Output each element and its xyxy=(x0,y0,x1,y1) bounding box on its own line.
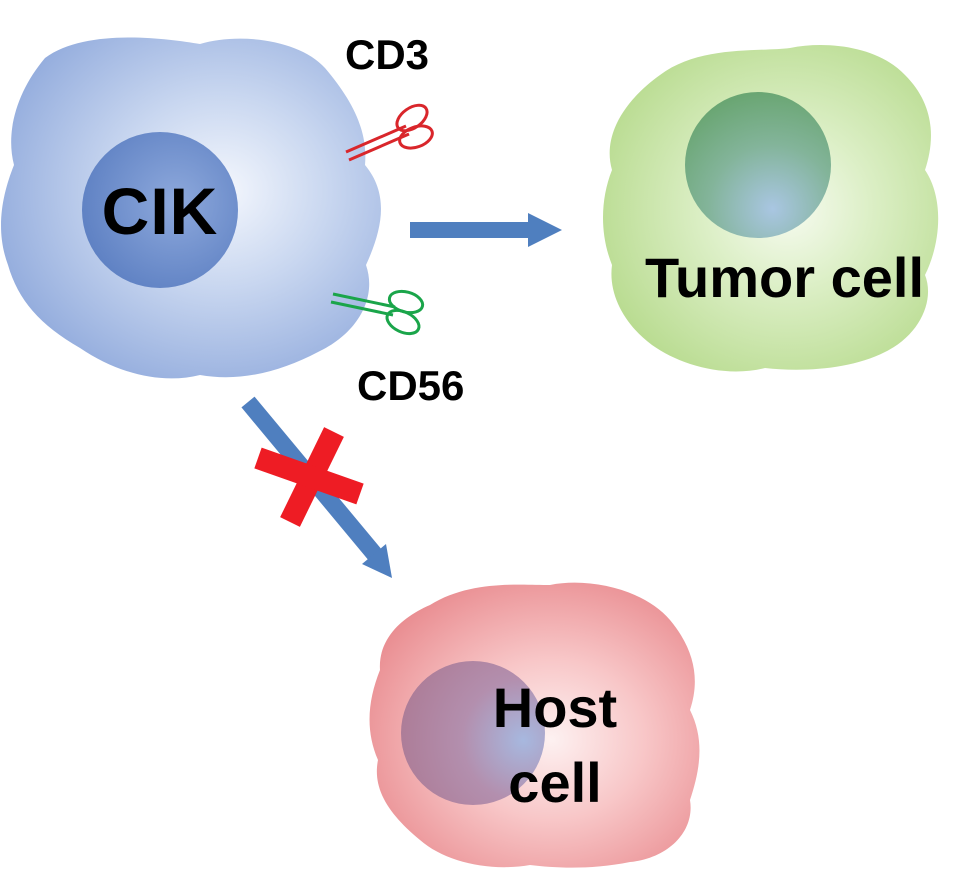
cik-cell xyxy=(1,37,381,379)
cd3-label: CD3 xyxy=(345,31,430,78)
tumor-cell-label: Tumor cell xyxy=(645,246,925,309)
host-cell xyxy=(369,582,700,868)
cik-label: CIK xyxy=(101,174,219,248)
cd56-label: CD56 xyxy=(357,362,465,409)
host-nucleus xyxy=(401,661,545,805)
tumor-nucleus xyxy=(685,92,831,238)
cd56-receptor-icon xyxy=(330,289,425,336)
cik-nucleus xyxy=(82,132,238,288)
tumor-cell xyxy=(603,45,939,372)
cd3-receptor-icon xyxy=(345,103,434,162)
host-cell-label-line2: cell xyxy=(508,751,602,815)
host-cell-label-line1: Host xyxy=(492,676,618,739)
host-cell-label: Host cell xyxy=(490,670,620,820)
red-cross-icon xyxy=(254,427,364,527)
arrow-to-tumor-cell xyxy=(410,213,562,247)
